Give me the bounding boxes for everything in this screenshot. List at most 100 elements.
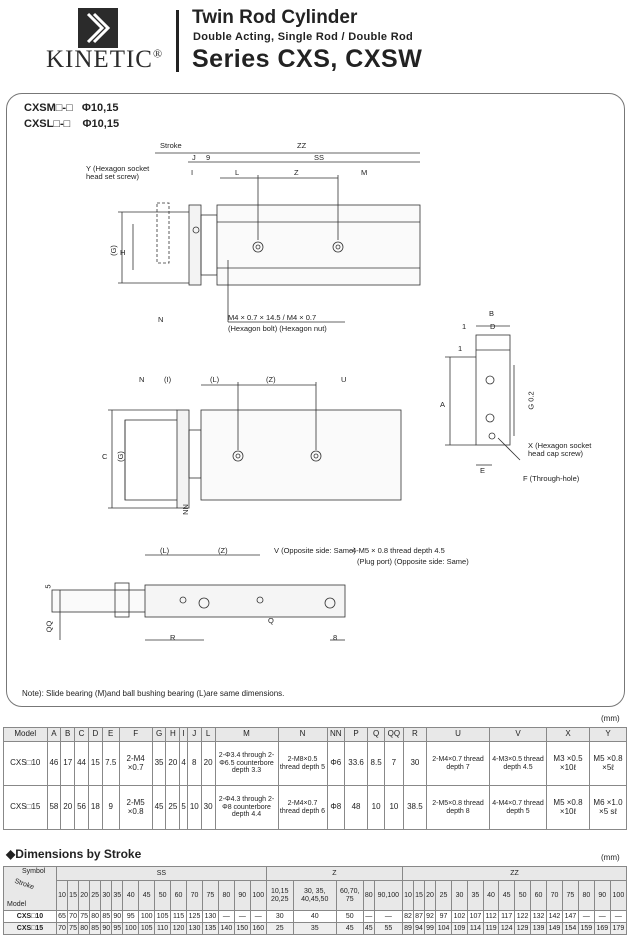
cell: 85	[89, 922, 102, 935]
dim-u: U	[341, 375, 347, 384]
cell: 150	[233, 922, 251, 935]
cell: 125	[186, 910, 203, 923]
ss-stroke: 15	[67, 880, 80, 911]
cell: 44	[74, 741, 89, 786]
cell: 8.5	[367, 741, 386, 786]
col-j: J	[186, 727, 202, 742]
cell: 20	[165, 741, 181, 786]
cell: 30	[402, 741, 428, 786]
dim-eight: 8	[333, 633, 338, 642]
cell: 114	[466, 922, 484, 935]
table-row: CXS□15 58 20 56 18 9 2-M5 ×0.8 45 25 5 1…	[3, 785, 627, 830]
cell: 45	[335, 922, 364, 935]
header-divider	[176, 10, 179, 72]
cell: 4	[179, 741, 188, 786]
cell: 80	[89, 910, 102, 923]
cell: 124	[498, 922, 516, 935]
cell: 100	[122, 922, 140, 935]
cell: 99	[424, 922, 437, 935]
cell: 8	[186, 741, 202, 786]
cell: 65	[55, 910, 69, 923]
cell: —	[362, 910, 375, 923]
cell: 130	[186, 922, 203, 935]
cell: 9	[101, 785, 120, 830]
zz-stroke: 20	[424, 880, 437, 911]
dim-ss: SS	[314, 153, 325, 162]
dim-l-paren: (L)	[210, 375, 220, 384]
col-b: B	[60, 727, 76, 742]
col-nn: NN	[326, 727, 346, 742]
ss-stroke: 40	[122, 880, 140, 911]
cell: 75	[67, 922, 80, 935]
cell: 38.5	[402, 785, 428, 830]
cell: CXS□15	[3, 785, 48, 830]
corner-symbol: Symbol	[22, 868, 46, 875]
dim-l-paren-side: (L)	[160, 546, 170, 555]
dim-i-paren: (I)	[164, 375, 172, 384]
cell: 95	[122, 910, 140, 923]
zz-stroke: 45	[498, 880, 516, 911]
dim-m: M	[361, 168, 368, 177]
col-n: N	[277, 727, 328, 742]
zz-stroke: 25	[435, 880, 453, 911]
dim-nn: NN	[180, 504, 190, 515]
dim-zz: ZZ	[297, 141, 307, 150]
cell: CXS□15	[3, 922, 57, 935]
corner-model: Model	[7, 901, 27, 908]
col-qq: QQ	[384, 727, 404, 742]
z-stroke: 60,70, 75	[335, 880, 364, 911]
cell: —	[217, 910, 235, 923]
cell: 35	[151, 741, 167, 786]
cell: 119	[482, 922, 500, 935]
z-stroke: 90,100	[373, 880, 403, 911]
cell: 149	[546, 922, 563, 935]
cell: 30	[200, 785, 216, 830]
dim-d: D	[490, 322, 496, 331]
cell: 10	[384, 785, 404, 830]
cell: 97	[435, 910, 453, 923]
stroke-unit-label: (mm)	[601, 853, 620, 862]
cell: M3 ×0.5 ×10ℓ	[546, 741, 590, 786]
cell: 122	[514, 910, 532, 923]
brand-name: KINETIC®	[46, 46, 164, 73]
z-stroke: 30, 35, 40,45,50	[292, 880, 337, 911]
ss-stroke: 10	[55, 880, 69, 911]
cell: 4-M4×0.7 thread depth 5	[489, 785, 547, 830]
cell: 4-M3×0.5 thread depth 4.5	[489, 741, 547, 786]
cell: 2-Φ4.3 through 2-Φ8 counterbore depth 4.…	[214, 785, 279, 830]
cell: 58	[46, 785, 62, 830]
table-row: CXS□15 70 75 80 85 90 95 100 105 110 120…	[3, 922, 628, 935]
unit-label: (mm)	[601, 714, 620, 723]
cell: 5	[179, 785, 188, 830]
col-u: U	[426, 727, 490, 742]
cell: —	[577, 910, 595, 923]
group-zz: ZZ	[401, 866, 628, 881]
col-d: D	[87, 727, 103, 742]
dim-a: A	[440, 400, 446, 409]
ss-stroke: 25	[89, 880, 102, 911]
zz-stroke: 80	[577, 880, 595, 911]
zz-stroke: 100	[609, 880, 628, 911]
col-h: H	[165, 727, 181, 742]
label-plug-note: (Plug port) (Opposite side: Same)	[357, 557, 469, 566]
page-title: Twin Rod Cylinder	[192, 7, 358, 28]
cell: —	[373, 910, 403, 923]
corner-stroke: Stroke	[13, 877, 35, 892]
cell: 179	[609, 922, 628, 935]
label-m5-note: 4-M5 × 0.8 thread depth 4.5	[352, 546, 445, 555]
cell: 20	[200, 741, 216, 786]
cell: 94	[412, 922, 426, 935]
cell: 30	[265, 910, 294, 923]
ss-stroke: 30	[100, 880, 113, 911]
cell: 70	[67, 910, 80, 923]
zz-stroke: 70	[546, 880, 563, 911]
cell: 160	[249, 922, 267, 935]
cell: 139	[530, 922, 547, 935]
cell: CXS□10	[3, 741, 48, 786]
cell: 147	[561, 910, 579, 923]
ss-stroke: 35	[111, 880, 124, 911]
ss-stroke: 50	[154, 880, 172, 911]
bearing-note: Note): Slide bearing (M)and ball bushing…	[22, 689, 285, 698]
z-stroke: 80	[362, 880, 375, 911]
label-through: F (Through-hole)	[523, 474, 580, 483]
